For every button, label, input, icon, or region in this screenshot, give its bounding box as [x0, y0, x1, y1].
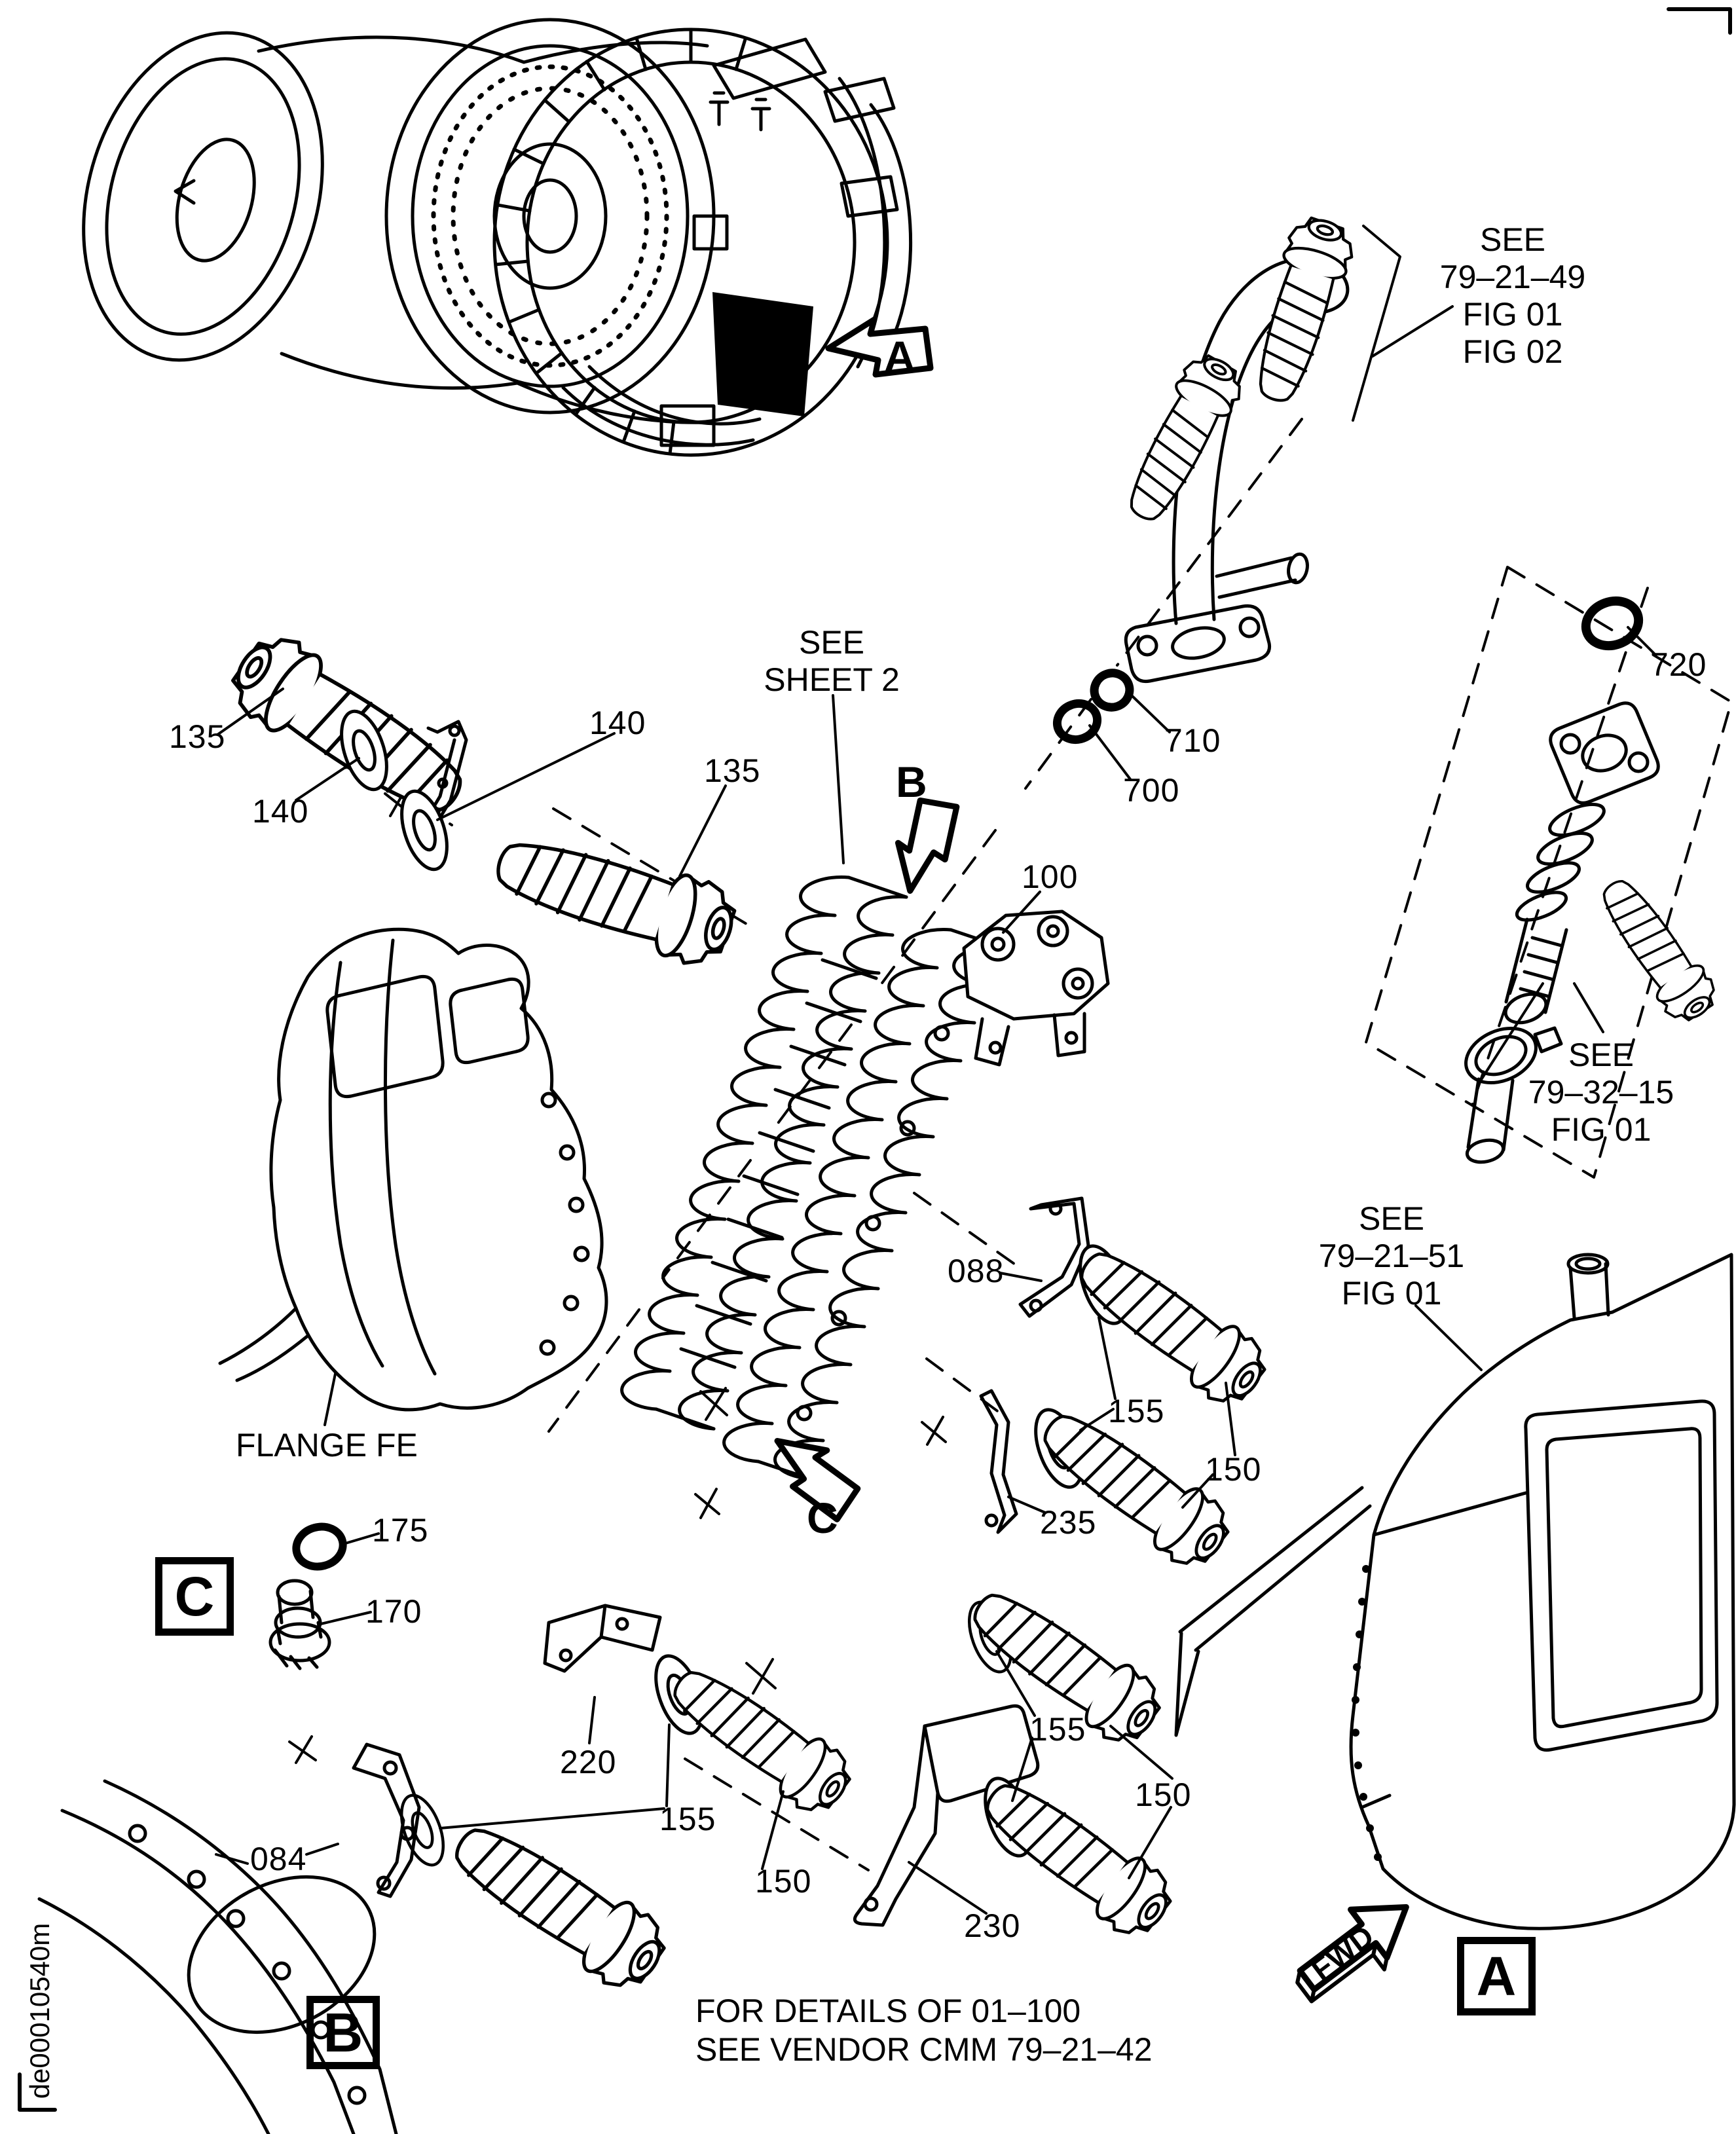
- ref-line: FIG 01: [1551, 1111, 1652, 1148]
- callout-100: 100: [1022, 858, 1079, 895]
- view-letter-c: C: [807, 1494, 838, 1542]
- o-ring-175-art: [292, 1522, 347, 1571]
- tube-bolts-art: [1114, 212, 1359, 531]
- vendor-note: FOR DETAILS OF 01–100 SEE VENDOR CMM 79–…: [695, 1992, 1153, 2069]
- callout-235: 235: [1040, 1504, 1097, 1541]
- ref-line: SEE: [1358, 1200, 1425, 1237]
- drain-fitting-assembly-art: [1464, 701, 1726, 1164]
- ref-line: FIG 01: [1462, 296, 1563, 333]
- callout-155-a: 155: [1108, 1393, 1165, 1429]
- callout-155-b: 155: [659, 1801, 716, 1837]
- engine-overview-art: [82, 18, 913, 457]
- adapter-housing-100-art: [962, 910, 1110, 1067]
- callout-135-a: 135: [169, 718, 226, 755]
- view-letter-a: A: [884, 332, 915, 380]
- ref-line: SHEET 2: [764, 661, 900, 698]
- view-c-arrow-icon: [774, 1437, 861, 1522]
- oil-tank-art: [1174, 1253, 1736, 1930]
- ref-79-21-51: SEE 79–21–51 FIG 01: [1287, 1200, 1496, 1312]
- callout-140-a: 140: [252, 793, 309, 830]
- plug-170-art: [268, 1579, 331, 1670]
- o-ring-720-art: [1581, 596, 1644, 651]
- ref-line: 79–32–15: [1528, 1074, 1674, 1111]
- callout-088: 088: [948, 1253, 1005, 1289]
- view-b-arrow-icon: [895, 797, 960, 894]
- bracket-220-art: [543, 1604, 662, 1673]
- ref-79-21-49: SEE 79–21–49 FIG 01 FIG 02: [1395, 221, 1631, 371]
- vendor-note-line1: FOR DETAILS OF 01–100: [695, 1993, 1081, 2029]
- gearbox-housing-art: [218, 927, 608, 1412]
- callout-220: 220: [560, 1744, 617, 1780]
- callout-175: 175: [372, 1512, 429, 1549]
- callout-150-c: 150: [1135, 1776, 1192, 1813]
- axis-tick-marks: [288, 787, 947, 1764]
- bolt-150-a1-art: [1065, 1234, 1276, 1416]
- ref-79-32-15: SEE 79–32–15 FIG 01: [1500, 1037, 1703, 1149]
- view-box-a-letter: A: [1476, 1945, 1517, 2007]
- ref-line: 79–21–51: [1318, 1238, 1465, 1274]
- bracket-235-art: [979, 1389, 1018, 1534]
- oil-cooler-location-highlight: [712, 292, 813, 416]
- view-box-b-letter: B: [323, 2001, 363, 2063]
- view-a-arrow-icon: [825, 316, 934, 378]
- leader-lines: [215, 225, 1655, 1915]
- callout-700: 700: [1123, 772, 1180, 809]
- callout-150-a: 150: [1205, 1451, 1262, 1488]
- ref-see-sheet-2: SEE SHEET 2: [747, 624, 917, 699]
- ref-line: SEE: [1479, 221, 1546, 258]
- flange-fe-label: FLANGE FE: [236, 1427, 418, 1463]
- callout-155-c: 155: [1029, 1711, 1086, 1748]
- callout-140-b: 140: [589, 705, 646, 741]
- corner-mark-top-right: [1667, 7, 1732, 35]
- support-bracket-art: [422, 720, 468, 828]
- callout-084: 084: [250, 1841, 307, 1877]
- bracket-088-art: [1018, 1196, 1090, 1318]
- bolt-150-b-art: [659, 1653, 860, 1823]
- bracket-230-art: [853, 1704, 1040, 1927]
- view-box-b: B: [306, 1996, 380, 2069]
- ref-line: SEE: [1568, 1037, 1634, 1073]
- view-box-a: A: [1457, 1937, 1536, 2015]
- callout-230: 230: [964, 1907, 1021, 1944]
- gasket-plate-b-art: [37, 1779, 676, 2134]
- bracket-084-art: [352, 1742, 421, 1898]
- cooler-matrix-plate-art: [620, 875, 908, 1431]
- document-code: de00010540m: [24, 1922, 55, 2099]
- ref-line: 79–21–49: [1439, 259, 1586, 295]
- callout-150-b: 150: [755, 1863, 812, 1900]
- ref-line: SEE: [798, 624, 865, 661]
- callout-135-b: 135: [704, 752, 761, 789]
- o-ring-710-art: [1090, 669, 1134, 712]
- callout-170: 170: [365, 1593, 422, 1630]
- ref-line: FIG 01: [1341, 1275, 1442, 1312]
- ref-line: FIG 02: [1462, 333, 1563, 370]
- view-letter-b: B: [896, 758, 927, 806]
- view-box-c: C: [155, 1557, 234, 1636]
- corner-mark-bottom-left: [18, 2072, 57, 2112]
- view-box-c-letter: C: [174, 1565, 215, 1627]
- callout-720: 720: [1650, 646, 1707, 683]
- fwd-arrow-icon: FWD: [1295, 1904, 1409, 2004]
- o-ring-700-art: [1052, 699, 1102, 744]
- callout-710: 710: [1164, 722, 1221, 759]
- vendor-note-line2: SEE VENDOR CMM 79–21–42: [695, 2031, 1153, 2068]
